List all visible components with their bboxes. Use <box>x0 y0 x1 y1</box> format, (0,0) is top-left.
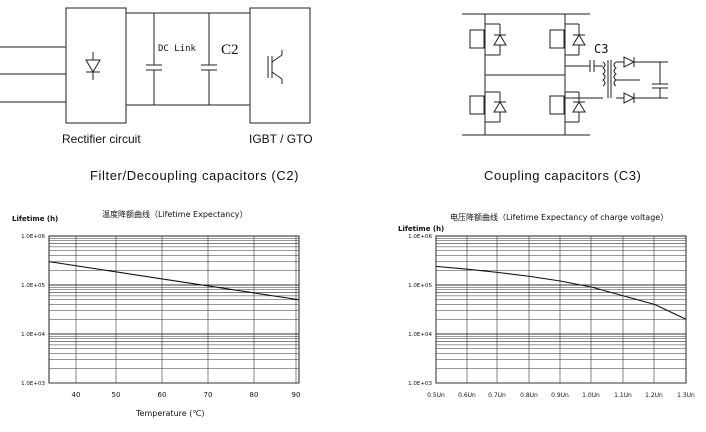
x-tick-label: 50 <box>112 391 121 399</box>
x-tick-label: 70 <box>204 391 213 399</box>
y-tick-label: 1.0E+05 <box>21 283 45 289</box>
x-tick-label: 0.8Un <box>520 392 538 399</box>
rectifier-label: Rectifier circuit <box>62 132 141 146</box>
x-tick-label: 80 <box>250 391 259 399</box>
chart1-title: 温度降额曲线（Lifetime Expectancy） <box>102 210 248 219</box>
x-tick-label: 1.0Un <box>582 392 600 399</box>
x-tick-label: 0.6Un <box>458 392 476 399</box>
y-tick-label: 1.0E+06 <box>21 234 45 240</box>
igbt-label: IGBT / GTO <box>249 132 313 146</box>
x-tick-label: 1.2Un <box>645 392 663 399</box>
x-tick-label: 0.9Un <box>551 392 569 399</box>
coupling-circuit <box>462 13 668 136</box>
c3-label: C3 <box>594 42 609 56</box>
coupling-caption: Coupling capacitors (C3) <box>484 168 642 183</box>
y-tick-label: 1.0E+05 <box>408 283 432 289</box>
chart1-series-line <box>48 261 300 301</box>
chart2-plot-area <box>435 235 687 384</box>
x-tick-label: 60 <box>158 391 167 399</box>
chart1-plot-area <box>48 235 300 384</box>
x-tick-label: 1.3Un <box>677 392 695 399</box>
chart1-xlabel: Temperature (℃) <box>136 409 205 418</box>
filter-caption: Filter/Decoupling capacitors (C2) <box>90 168 300 183</box>
dc-link-label: DC Link <box>158 44 196 54</box>
x-tick-label: 0.5Un <box>427 392 445 399</box>
c2-label: C2 <box>221 42 239 58</box>
chart2-title: 电压降额曲线（Lifetime Expectancy of charge vol… <box>450 213 669 222</box>
y-tick-label: 1.0E+04 <box>408 332 432 338</box>
y-tick-label: 1.0E+04 <box>21 332 45 338</box>
chart2-ylabel: Lifetime (h) <box>398 225 445 233</box>
y-tick-label: 1.0E+03 <box>408 381 432 387</box>
igbt-box <box>249 7 311 124</box>
chart2-series-line <box>435 265 687 320</box>
chart1-ylabel: Lifetime (h) <box>12 215 59 223</box>
x-tick-label: 90 <box>292 391 301 399</box>
y-tick-label: 1.0E+03 <box>21 381 45 387</box>
x-tick-label: 1.1Un <box>614 392 632 399</box>
x-tick-label: 40 <box>72 391 81 399</box>
rectifier-box <box>65 7 127 124</box>
x-tick-label: 0.7Un <box>488 392 506 399</box>
y-tick-label: 1.0E+06 <box>408 234 432 240</box>
